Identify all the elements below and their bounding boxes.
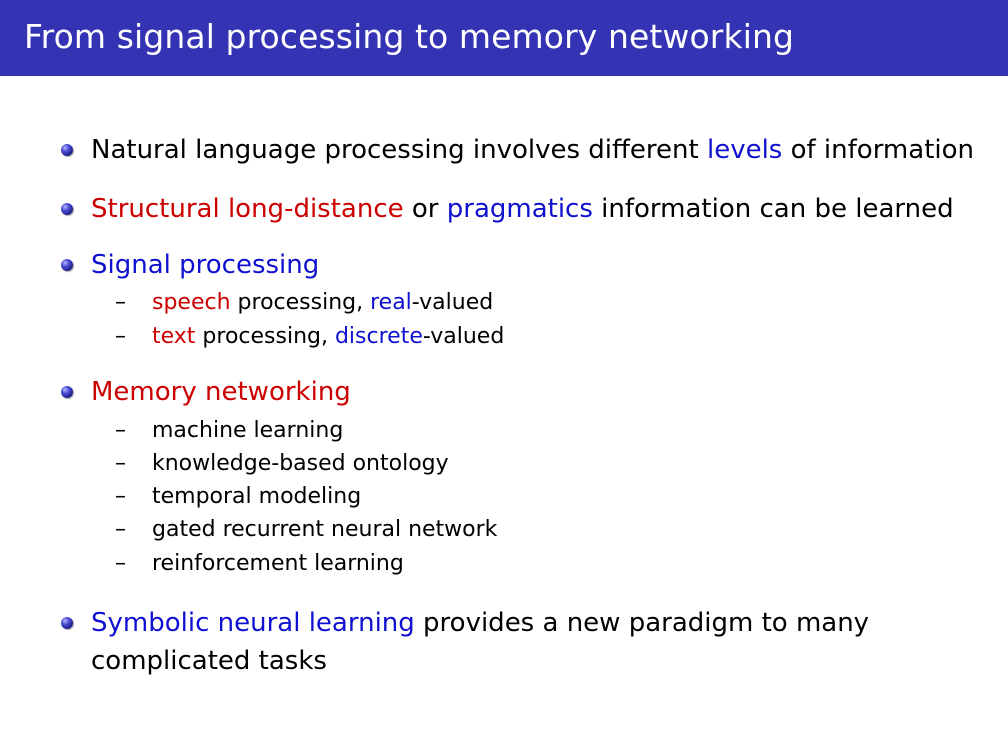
bullet-item-memory-networking: Memory networking [91,377,351,407]
dash-marker: – [115,451,126,476]
subitem-machine-learning: machine learning [152,418,344,443]
subitem-temporal-modeling: temporal modeling [152,484,362,509]
dash-marker: – [115,517,126,542]
subitem-text: text processing, discrete-valued [152,324,505,349]
highlight-structural: Structural long-distance [91,194,404,224]
bullet-icon [61,144,73,156]
highlight-pragmatics: pragmatics [446,194,593,224]
title-bar: From signal processing to memory network… [0,0,1008,76]
bullet-item-levels: Natural language processing involves dif… [91,135,974,165]
highlight-symbolic: Symbolic neural learning [91,608,415,638]
bullet-item-continuation: complicated tasks [91,646,327,676]
bullet-icon [61,259,73,271]
bullet-icon [61,386,73,398]
slide-title: From signal processing to memory network… [24,17,795,56]
dash-marker: – [115,324,126,349]
bullet-item-symbolic-neural-learning: Symbolic neural learning provides a new … [91,608,870,638]
bullet-item-structural: Structural long-distance or pragmatics i… [91,194,954,224]
dash-marker: – [115,551,126,576]
dash-marker: – [115,484,126,509]
subitem-speech: speech processing, real-valued [152,290,494,315]
dash-marker: – [115,418,126,443]
subitem-gated-rnn: gated recurrent neural network [152,517,498,542]
subitem-reinforcement-learning: reinforcement learning [152,551,404,576]
bullet-icon [61,203,73,215]
bullet-item-signal-processing: Signal processing [91,250,320,280]
dash-marker: – [115,290,126,315]
highlight-levels: levels [706,135,783,165]
subitem-ontology: knowledge-based ontology [152,451,449,476]
bullet-icon [61,617,73,629]
